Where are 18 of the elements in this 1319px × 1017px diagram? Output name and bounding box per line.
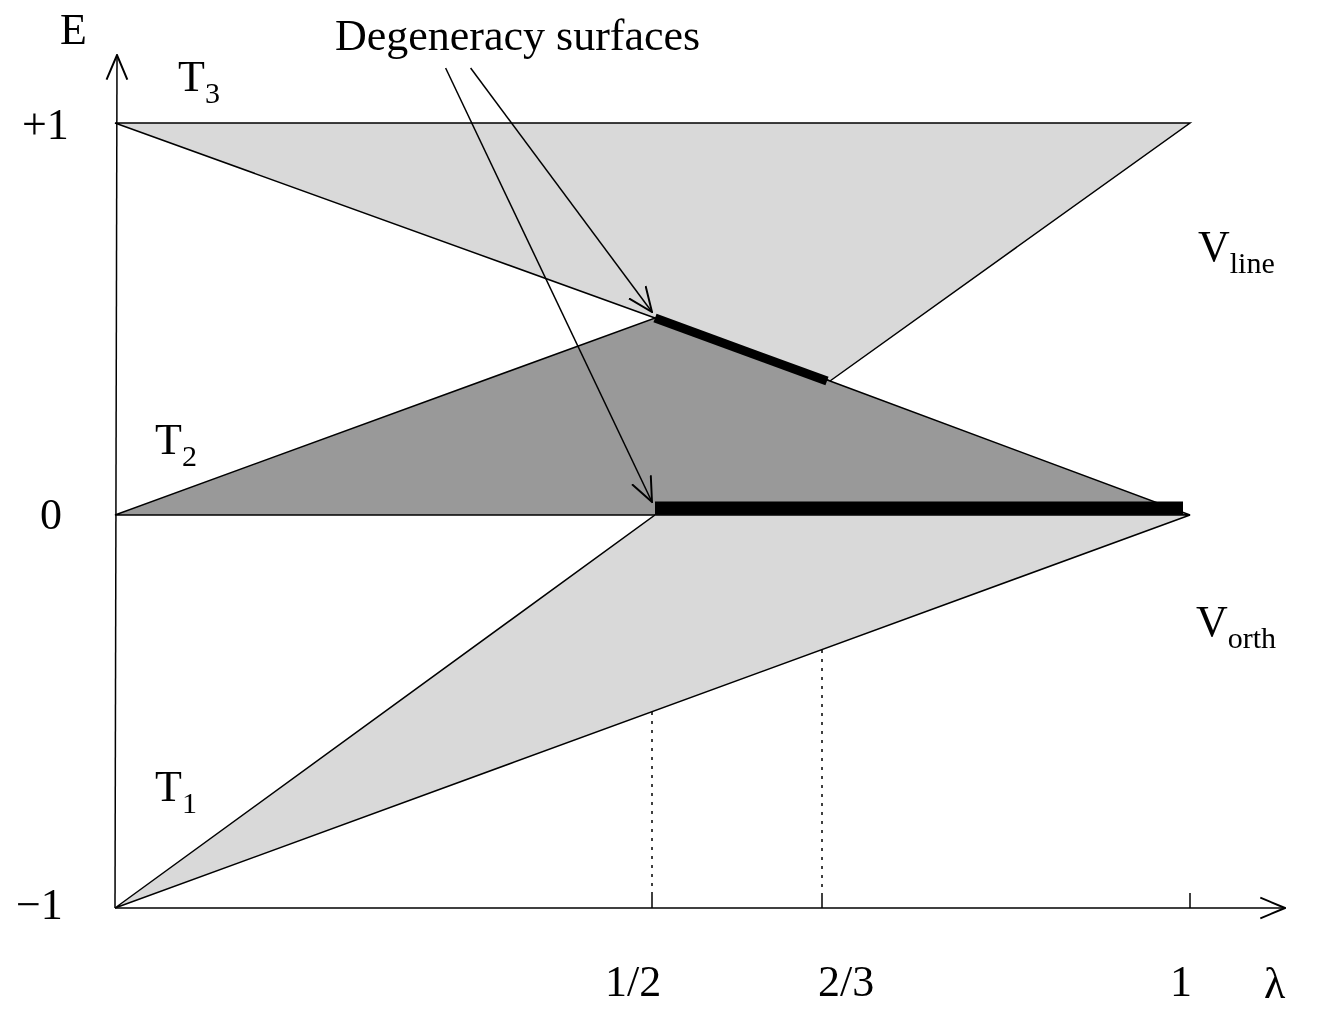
region-label: T$_{2}$ [155, 418, 197, 471]
curve-label: V$_{orth}$ [1196, 600, 1277, 653]
region-label: T$_{1}$ [155, 765, 197, 818]
tick-label: 1 [1170, 960, 1192, 1004]
tick-label: +1 [22, 103, 69, 147]
thick-segment [655, 501, 1183, 515]
tick-label: 2/3 [818, 960, 875, 1004]
tick-label: −1 [16, 883, 63, 927]
thick-segment [653, 313, 829, 386]
region-label: T$_{3}$ [178, 55, 220, 108]
callout-text: Degeneracy surfaces [335, 14, 701, 58]
curve-label: V$_{line}$ [1198, 225, 1275, 278]
axis-label: E [60, 8, 87, 52]
tick-label: 1/2 [605, 960, 662, 1004]
arrow [469, 67, 653, 313]
arrow [444, 67, 653, 503]
tick-label: 0 [40, 493, 62, 537]
axis-label: λ [1264, 962, 1286, 1006]
